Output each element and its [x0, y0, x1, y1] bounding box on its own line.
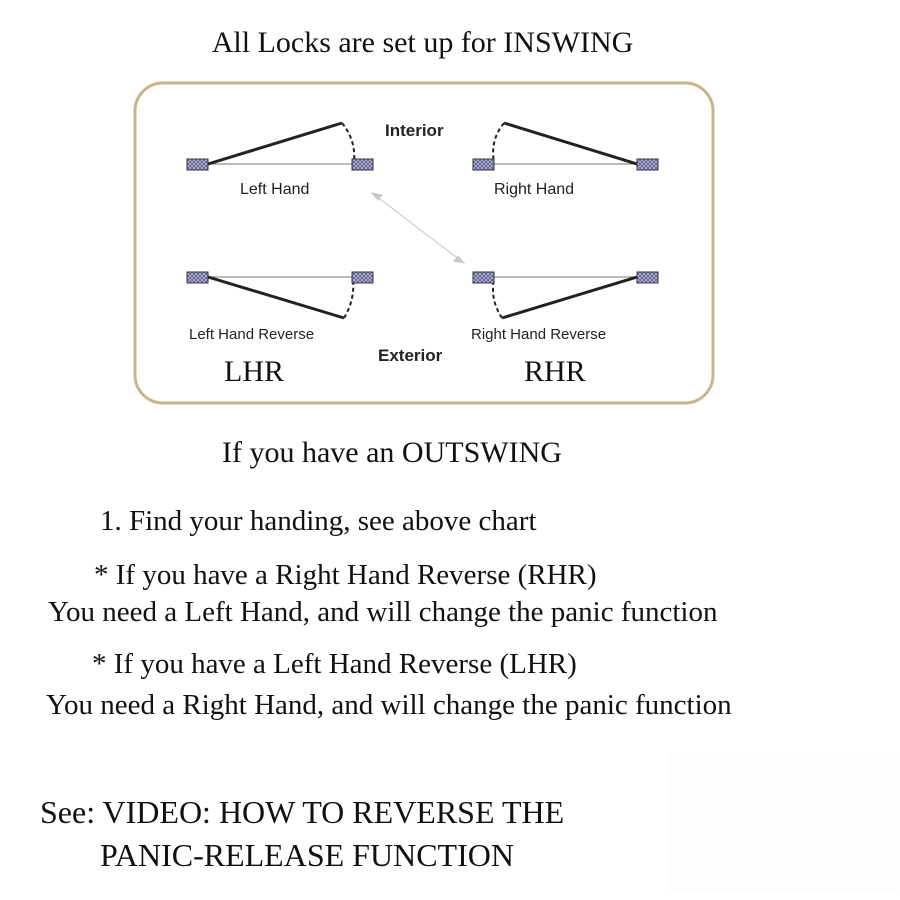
left-hand-label: Left Hand [240, 181, 310, 198]
exterior-label: Exterior [378, 346, 443, 365]
video-reference-line-2: PANIC-RELEASE FUNCTION [100, 837, 514, 873]
lhr-code: LHR [224, 355, 284, 388]
right-hand-door-icon [472, 121, 659, 171]
diagram-frame [133, 81, 715, 405]
note-lhr-result: You need a Right Hand, and will change t… [46, 689, 732, 721]
note-rhr-result: You need a Left Hand, and will change th… [48, 596, 718, 628]
note-lhr: * If you have a Left Hand Reverse (LHR) [92, 648, 577, 680]
right-hand-reverse-label: Right Hand Reverse [471, 326, 607, 343]
video-reference-line-1: See: VIDEO: HOW TO REVERSE THE [40, 794, 565, 830]
left-hand-door-icon [186, 121, 374, 171]
reverse-arrow [370, 192, 466, 264]
faded-overlay [668, 752, 898, 892]
outswing-heading: If you have an OUTSWING [222, 436, 562, 469]
page-title: All Locks are set up for INSWING [211, 26, 634, 59]
interior-label: Interior [385, 121, 444, 140]
rhr-code: RHR [524, 355, 586, 388]
right-hand-label: Right Hand [494, 181, 575, 198]
left-hand-reverse-label: Left Hand Reverse [189, 326, 315, 343]
left-hand-reverse-door-icon [186, 271, 374, 320]
step-1: 1. Find your handing, see above chart [100, 505, 537, 537]
right-hand-reverse-door-icon [472, 271, 659, 320]
note-rhr: * If you have a Right Hand Reverse (RHR) [94, 559, 597, 591]
